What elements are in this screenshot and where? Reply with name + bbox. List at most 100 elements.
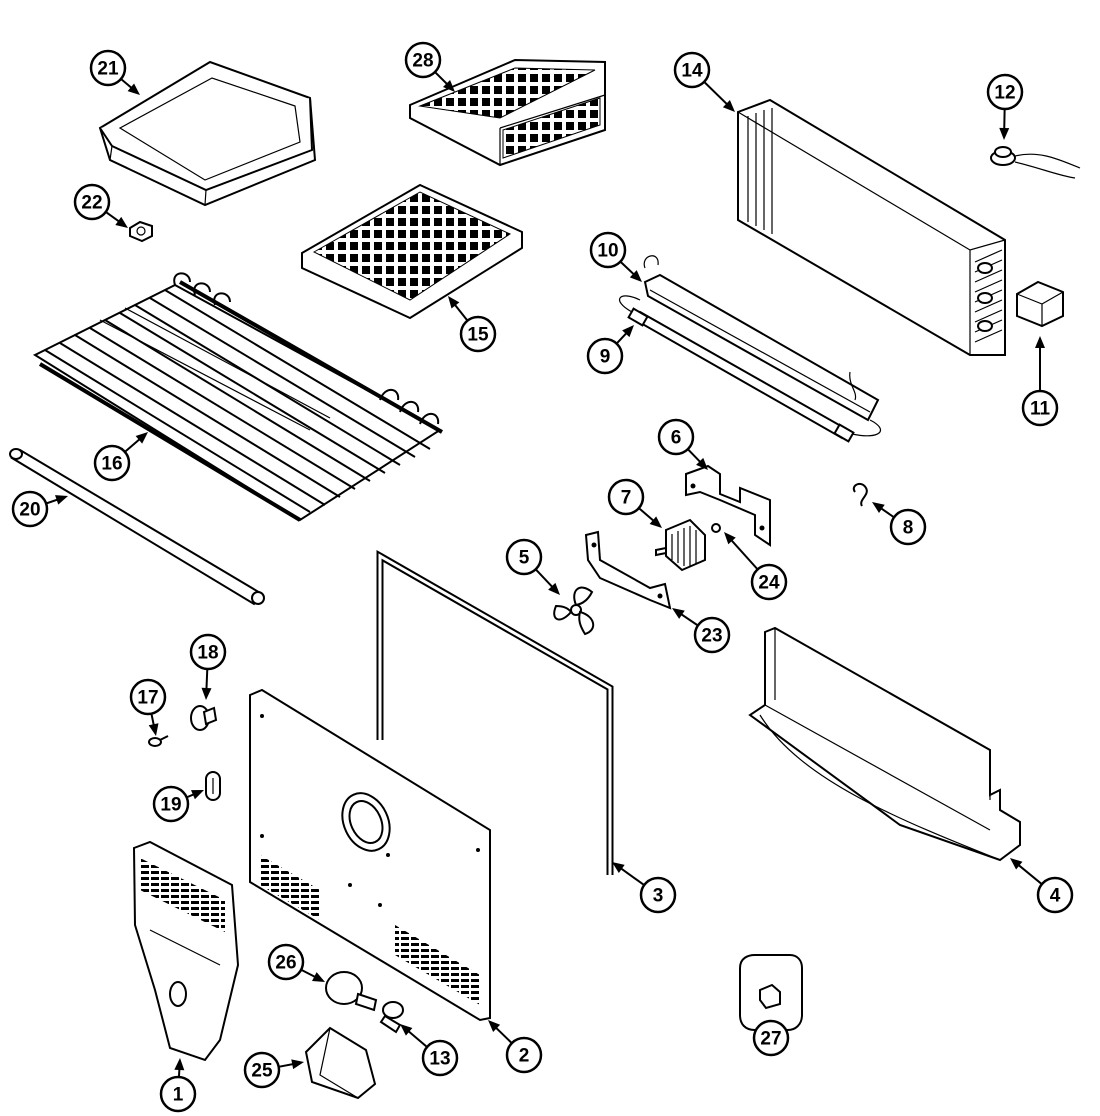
light-shield-drawing — [306, 1028, 375, 1098]
drain-trough-drawing — [750, 628, 1020, 860]
leader-arrowhead-9 — [622, 325, 634, 338]
defrost-thermostat-drawing — [991, 147, 1080, 178]
callout-defrost-heater: 9 — [586, 337, 624, 375]
callout-number: 3 — [653, 886, 664, 907]
callout-circle — [752, 1019, 790, 1057]
leader-arrowhead-24 — [724, 532, 736, 545]
callout-number: 26 — [275, 953, 296, 974]
leader-arrowhead-14 — [722, 100, 735, 112]
plug-drawing — [206, 772, 220, 800]
callout-fan-blade: 5 — [505, 538, 543, 576]
callout-circle — [189, 633, 227, 671]
ice-tray-holder-drawing — [410, 60, 605, 165]
leader-arrowhead-28 — [442, 79, 455, 92]
callout-circle — [159, 1075, 197, 1113]
callout-number: 16 — [101, 454, 122, 475]
screw-drawing — [149, 736, 168, 746]
callout-number: 25 — [251, 1061, 273, 1082]
callout-number: 19 — [160, 795, 181, 816]
callout-rear-access-cover: 2 — [505, 1036, 543, 1074]
callout-circle — [129, 678, 167, 716]
callout-number: 14 — [681, 61, 703, 82]
callout-number: 1 — [173, 1085, 184, 1106]
callout-number: 2 — [519, 1046, 530, 1067]
leader-arrowhead-3 — [612, 862, 625, 874]
callout-number: 7 — [621, 488, 632, 509]
callout-number: 5 — [519, 548, 530, 569]
callout-number: 17 — [137, 688, 158, 709]
callout-nut: 22 — [73, 183, 111, 221]
leader-arrowhead-20 — [55, 495, 68, 505]
leader-line-24 — [727, 535, 759, 571]
callout-circle — [11, 490, 49, 528]
callout-circle — [459, 315, 497, 353]
leader-arrowhead-6 — [696, 457, 708, 470]
callout-number: 11 — [1030, 399, 1051, 420]
callout-circle — [750, 563, 788, 601]
leader-arrowhead-8 — [872, 502, 885, 513]
leader-arrowhead-21 — [127, 83, 140, 95]
leader-arrowhead-22 — [115, 216, 128, 228]
callout-drain-trough: 4 — [1036, 876, 1074, 914]
evaporator-drawing — [738, 100, 1005, 355]
leader-arrowhead-17 — [148, 723, 159, 736]
callout-ice-tray-holder: 28 — [404, 41, 442, 79]
leader-arrowhead-5 — [548, 582, 560, 595]
leader-arrowhead-7 — [649, 516, 662, 528]
callout-terminal-block: 11 — [1021, 389, 1059, 427]
callout-number: 18 — [197, 643, 218, 664]
callout-circle — [404, 41, 442, 79]
freezer-shelf-drawing — [35, 273, 442, 520]
defrost-heater-drawing — [620, 296, 881, 441]
callout-evaporator: 14 — [673, 51, 711, 89]
heater-reflector-drawing — [644, 256, 878, 420]
callout-number: 8 — [903, 518, 914, 539]
callout-ice-cube-tray: 15 — [459, 315, 497, 353]
leader-arrowhead-18 — [201, 687, 212, 700]
terminal-block-drawing — [1017, 282, 1063, 326]
callout-circle — [586, 337, 624, 375]
leader-line-14 — [703, 81, 732, 109]
leader-arrowhead-26 — [312, 972, 325, 982]
callout-circle — [89, 49, 127, 87]
callout-heater-reflector: 10 — [589, 231, 627, 269]
ice-bucket-drawing — [100, 62, 315, 205]
callout-number: 28 — [412, 51, 433, 72]
motor-bracket-drawing — [686, 466, 770, 545]
callout-circle — [1021, 389, 1059, 427]
leader-arrowhead-10 — [629, 270, 642, 282]
washer-drawing — [712, 524, 720, 532]
callout-circle — [607, 478, 645, 516]
leader-arrowhead-13 — [400, 1024, 413, 1036]
callout-fan-bracket: 23 — [693, 616, 731, 654]
leader-arrowhead-4 — [1010, 858, 1023, 870]
callout-circle — [267, 943, 305, 981]
callout-circle — [1036, 876, 1074, 914]
leader-arrowhead-2 — [488, 1020, 501, 1032]
callout-heater-tube: 3 — [639, 876, 677, 914]
callout-ice-bucket: 21 — [89, 49, 127, 87]
callout-screw: 17 — [129, 678, 167, 716]
callout-plug: 19 — [152, 785, 190, 823]
callout-evaporator-fan-motor: 7 — [607, 478, 645, 516]
callout-number: 24 — [758, 573, 780, 594]
clip-drawing — [854, 484, 867, 506]
leader-arrowhead-15 — [448, 296, 460, 309]
fan-bracket-drawing — [586, 532, 670, 608]
callout-circle — [73, 183, 111, 221]
ice-cube-tray-drawing — [302, 185, 522, 318]
callout-circle — [889, 508, 927, 546]
callout-lamp-socket: 13 — [421, 1039, 459, 1077]
callout-circle — [657, 418, 695, 456]
plug-button-drawing — [191, 706, 216, 730]
callout-number: 20 — [19, 500, 40, 521]
tube-insulation-drawing — [10, 449, 264, 604]
callout-number: 6 — [671, 428, 682, 449]
callout-circle — [243, 1051, 281, 1089]
callout-clip: 8 — [889, 508, 927, 546]
leader-arrowhead-19 — [191, 790, 204, 800]
callout-circle — [152, 785, 190, 823]
callout-number: 15 — [467, 325, 489, 346]
fan-blade-drawing — [554, 588, 593, 634]
